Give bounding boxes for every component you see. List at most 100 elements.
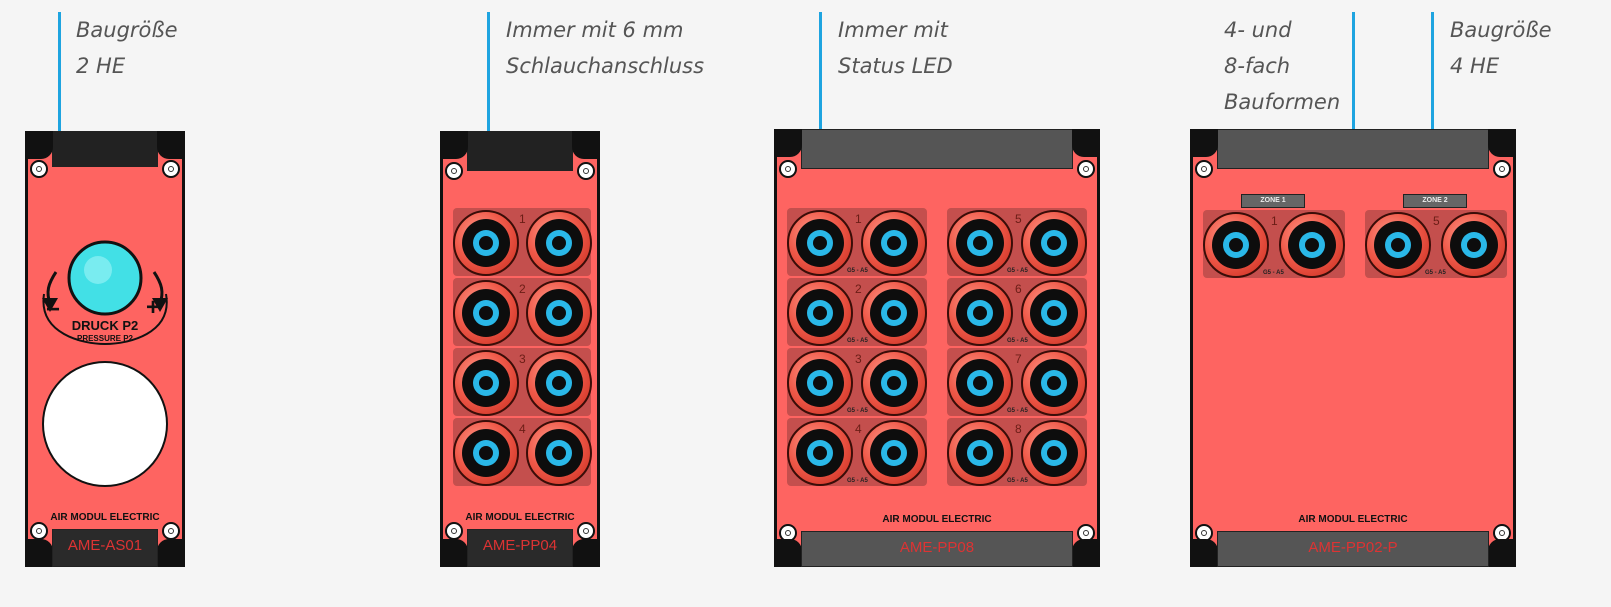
corner-bracket [157, 539, 185, 567]
bottom-cap [1217, 531, 1489, 567]
pneumatic-port [453, 350, 519, 416]
pneumatic-port [1021, 420, 1087, 486]
pneumatic-port [526, 210, 592, 276]
pneumatic-port [526, 280, 592, 346]
corner-bracket [1072, 129, 1100, 157]
screw-icon [577, 162, 595, 180]
channel-number: 1 [1271, 214, 1278, 228]
port-sublabel: G5 - A5 [847, 408, 868, 414]
top-cap [801, 129, 1073, 169]
channel-number: 8 [1015, 422, 1022, 436]
corner-bracket [774, 129, 802, 157]
channel-number: 4 [855, 422, 862, 436]
callout-status-led: Immer mit Status LED [838, 18, 953, 78]
corner-bracket [25, 539, 53, 567]
brand-label: AIR MODUL ELECTRIC [50, 512, 160, 523]
bottom-cap [52, 529, 158, 567]
port-sublabel: G5 - A5 [1007, 268, 1028, 274]
channel-number: 4 [519, 422, 526, 436]
pneumatic-port [947, 280, 1013, 346]
screw-icon [779, 160, 797, 178]
pneumatic-port [453, 280, 519, 346]
brand-label: AIR MODUL ELECTRIC [1298, 514, 1408, 525]
module-ame-as01: − + DRUCK P2 PRESSURE P2 AIR MODUL ELECT… [25, 131, 185, 567]
callout-size-2he: Baugröße 2 HE [76, 18, 178, 78]
bottom-cap [801, 531, 1073, 567]
pneumatic-port [787, 280, 853, 346]
pneumatic-port [947, 210, 1013, 276]
port-sublabel: G5 - A5 [847, 268, 868, 274]
pneumatic-port [861, 420, 927, 486]
channel-number: 7 [1015, 352, 1022, 366]
pneumatic-port [787, 210, 853, 276]
pneumatic-port [787, 420, 853, 486]
corner-bracket [25, 131, 53, 159]
screw-icon [445, 162, 463, 180]
callout-size-4he: Baugröße 4 HE [1450, 18, 1552, 78]
screw-icon [1493, 160, 1511, 178]
leader-line-status-led [819, 12, 822, 215]
channel-number: 1 [855, 212, 862, 226]
channel-number: 5 [1433, 214, 1440, 228]
corner-bracket [157, 131, 185, 159]
pneumatic-port [787, 350, 853, 416]
corner-bracket [1488, 539, 1516, 567]
pneumatic-port [861, 280, 927, 346]
corner-bracket [572, 131, 600, 159]
plus-label: + [146, 294, 161, 321]
top-cap [52, 131, 158, 167]
callout-variants: 4- und 8-fach Bauformen [1224, 18, 1341, 114]
channel-number: 1 [519, 212, 526, 226]
minus-label: − [46, 296, 61, 323]
screw-icon [30, 160, 48, 178]
pneumatic-port [1021, 210, 1087, 276]
top-cap [1217, 129, 1489, 169]
pneumatic-port [1279, 212, 1345, 278]
pneumatic-port [1441, 212, 1507, 278]
leader-line-variants [1352, 12, 1355, 222]
zone-label: ZONE 2 [1403, 194, 1467, 208]
pneumatic-port [1021, 280, 1087, 346]
pneumatic-port [526, 420, 592, 486]
channel-number: 2 [855, 282, 862, 296]
pneumatic-port [1021, 350, 1087, 416]
display-circle [42, 361, 168, 487]
pneumatic-port [947, 420, 1013, 486]
knob-sublabel: PRESSURE P2 [76, 334, 134, 343]
model-label: AME-PP04 [482, 537, 558, 554]
model-label: AME-PP08 [899, 539, 975, 556]
bottom-cap [467, 529, 573, 567]
zone-label: ZONE 1 [1241, 194, 1305, 208]
brand-label: AIR MODUL ELECTRIC [465, 512, 575, 523]
knob-label: DRUCK P2 [71, 318, 139, 333]
pneumatic-port [453, 420, 519, 486]
callout-hose-connection: Immer mit 6 mm Schlauchanschluss [506, 18, 705, 78]
corner-bracket [1488, 129, 1516, 157]
corner-bracket [1072, 539, 1100, 567]
port-sublabel: G5 - A5 [1425, 270, 1446, 276]
corner-bracket [774, 539, 802, 567]
port-sublabel: G5 - A5 [1007, 338, 1028, 344]
pressure-knob-icon [42, 240, 168, 346]
brand-label: AIR MODUL ELECTRIC [882, 514, 992, 525]
port-sublabel: G5 - A5 [1007, 478, 1028, 484]
pneumatic-port [1365, 212, 1431, 278]
corner-bracket [1190, 129, 1218, 157]
channel-number: 2 [519, 282, 526, 296]
channel-number: 6 [1015, 282, 1022, 296]
channel-number: 3 [519, 352, 526, 366]
port-sublabel: G5 - A5 [847, 338, 868, 344]
pneumatic-port [453, 210, 519, 276]
module-ame-pp08: 1 G5 - A5 2 G5 - A5 3 G5 - A5 4 G5 - A5 … [774, 129, 1100, 567]
pneumatic-port [861, 210, 927, 276]
corner-bracket [440, 131, 468, 159]
port-sublabel: G5 - A5 [847, 478, 868, 484]
channel-number: 5 [1015, 212, 1022, 226]
leader-line-size-4he [1431, 12, 1434, 178]
model-label: AME-AS01 [67, 537, 143, 554]
pneumatic-port [861, 350, 927, 416]
model-label: AME-PP02-P [1308, 539, 1398, 556]
screw-icon [1077, 160, 1095, 178]
pneumatic-port [1203, 212, 1269, 278]
corner-bracket [1190, 539, 1218, 567]
